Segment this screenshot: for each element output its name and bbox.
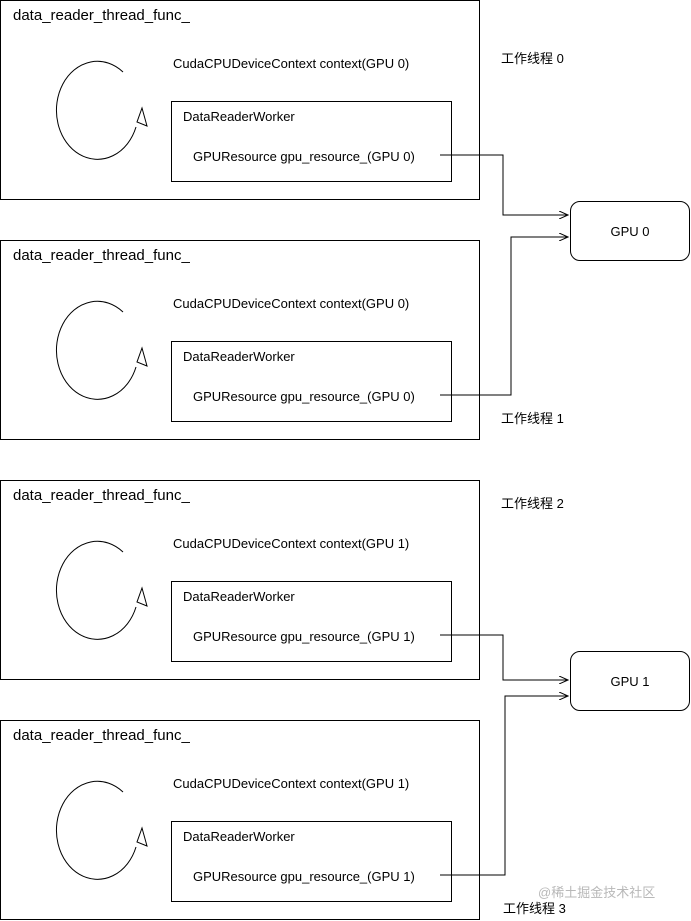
device-context-label: CudaCPUDeviceContext context(GPU 1): [173, 776, 410, 791]
data-reader-worker-box: DataReaderWorker GPUResource gpu_resourc…: [171, 101, 452, 182]
data-reader-worker-box: DataReaderWorker GPUResource gpu_resourc…: [171, 821, 452, 902]
loop-arrow-icon: [55, 780, 148, 880]
watermark: @稀土掘金技术社区: [538, 885, 656, 900]
thread-tag-0: 工作线程 0: [501, 51, 564, 66]
gpu-resource-label: GPUResource gpu_resource_(GPU 0): [193, 389, 415, 404]
gpu-node-0: GPU 0: [570, 201, 690, 261]
data-reader-worker-box: DataReaderWorker GPUResource gpu_resourc…: [171, 581, 452, 662]
thread-title: data_reader_thread_func_: [13, 7, 190, 24]
device-context-label: CudaCPUDeviceContext context(GPU 0): [173, 56, 410, 71]
thread-title: data_reader_thread_func_: [13, 727, 190, 744]
thread-title: data_reader_thread_func_: [13, 247, 190, 264]
thread-tag-3: 工作线程 3: [503, 901, 566, 916]
thread-box-0: data_reader_thread_func_ CudaCPUDeviceCo…: [0, 0, 480, 200]
thread-box-2: data_reader_thread_func_ CudaCPUDeviceCo…: [0, 480, 480, 680]
worker-title: DataReaderWorker: [183, 349, 295, 364]
worker-title: DataReaderWorker: [183, 589, 295, 604]
gpu-resource-label: GPUResource gpu_resource_(GPU 0): [193, 149, 415, 164]
loop-arrow-icon: [55, 60, 148, 160]
thread-title: data_reader_thread_func_: [13, 487, 190, 504]
loop-arrow-icon: [55, 300, 148, 400]
gpu-resource-label: GPUResource gpu_resource_(GPU 1): [193, 869, 415, 884]
worker-title: DataReaderWorker: [183, 109, 295, 124]
thread-box-3: data_reader_thread_func_ CudaCPUDeviceCo…: [0, 720, 480, 920]
gpu-node-1: GPU 1: [570, 651, 690, 711]
loop-arrow-icon: [55, 540, 148, 640]
thread-tag-2: 工作线程 2: [501, 496, 564, 511]
thread-box-1: data_reader_thread_func_ CudaCPUDeviceCo…: [0, 240, 480, 440]
gpu-resource-label: GPUResource gpu_resource_(GPU 1): [193, 629, 415, 644]
worker-title: DataReaderWorker: [183, 829, 295, 844]
device-context-label: CudaCPUDeviceContext context(GPU 1): [173, 536, 410, 551]
device-context-label: CudaCPUDeviceContext context(GPU 0): [173, 296, 410, 311]
data-reader-worker-box: DataReaderWorker GPUResource gpu_resourc…: [171, 341, 452, 422]
thread-tag-1: 工作线程 1: [501, 411, 564, 426]
